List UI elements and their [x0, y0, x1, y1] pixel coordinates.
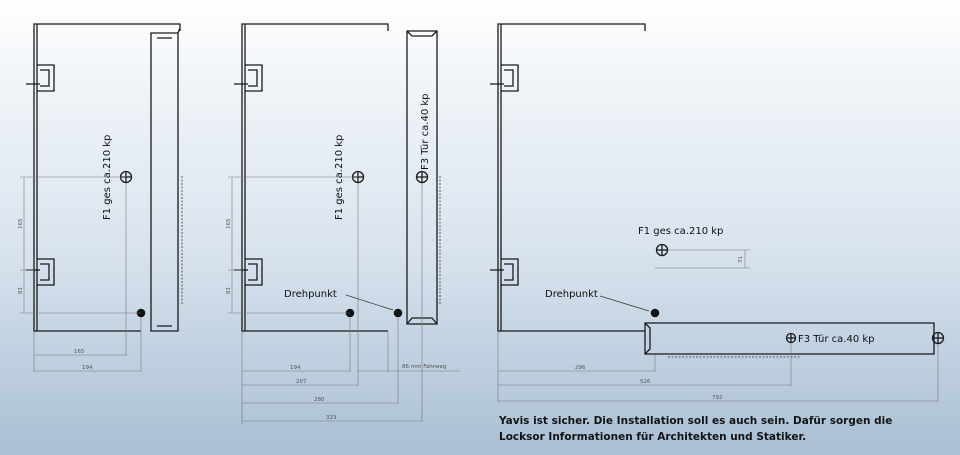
dim-travel: 86 mm Fahrweg: [402, 364, 446, 370]
dim-height-upper: 165: [226, 218, 232, 229]
cabinet-body: [497, 23, 646, 332]
pivot-label: Drehpunkt: [545, 289, 598, 300]
dim-width-323: 323: [326, 415, 337, 421]
force-f3-label: F3 Tür ca.40 kp: [798, 334, 875, 345]
force-f1-label: F1 ges ca.210 kp: [638, 226, 723, 237]
dim-width-280: 280: [314, 397, 325, 403]
dim-offset: 31: [738, 256, 744, 263]
hinge-upper: [490, 64, 519, 92]
pivot-point-door: [393, 308, 403, 318]
caption-line-1: Yavis ist sicher. Die Installation soll …: [499, 415, 893, 427]
dim-width-194: 194: [290, 365, 301, 371]
diagram-2-door-slid: F1 ges ca.210 kp F3 Tür ca.40 kp Drehpun…: [226, 23, 460, 424]
cabinet-body: [241, 23, 389, 332]
pivot-point: [650, 308, 660, 318]
door-closed: [150, 27, 181, 332]
hinge-lower: [234, 258, 263, 286]
dim-height-lower: 81: [226, 287, 232, 294]
door-center-of-gravity-marker: [415, 170, 429, 184]
hinge-lower: [26, 258, 55, 286]
dim-height-upper: 165: [18, 218, 24, 229]
door-center-of-gravity-marker: [931, 331, 945, 345]
caption: Yavis ist sicher. Die Installation soll …: [499, 413, 939, 445]
dim-width-1: 165: [74, 349, 85, 355]
dim-width-207: 207: [296, 379, 307, 385]
center-of-gravity-marker: [655, 243, 669, 257]
diagram-3-door-rotated: F1 ges ca.210 kp F3 Tür ca.40 kp Drehpun…: [490, 23, 945, 402]
diagram-1-closed-cabinet: F1 ges ca.210 kp 165 81 165 194: [18, 23, 183, 372]
door-rotated: [644, 322, 935, 355]
force-f1-label: F1 ges ca.210 kp: [102, 135, 113, 220]
hinge-lower: [490, 258, 519, 286]
force-f3-label: F3 Tür ca.40 kp: [420, 93, 431, 170]
pivot-label: Drehpunkt: [284, 289, 337, 300]
force-f1-label: F1 ges ca.210 kp: [334, 135, 345, 220]
dim-height-lower: 81: [18, 287, 24, 294]
dim-width-2: 194: [82, 365, 93, 371]
caption-line-2: Locksor Informationen für Architekten un…: [499, 431, 807, 443]
hinge-upper: [26, 64, 55, 92]
dim-width-526: 526: [640, 379, 651, 385]
hinge-upper: [234, 64, 263, 92]
dim-width-792: 792: [712, 395, 723, 401]
dim-width-296: 296: [575, 365, 586, 371]
cabinet-body: [33, 23, 181, 332]
door-force-marker: [785, 332, 797, 344]
